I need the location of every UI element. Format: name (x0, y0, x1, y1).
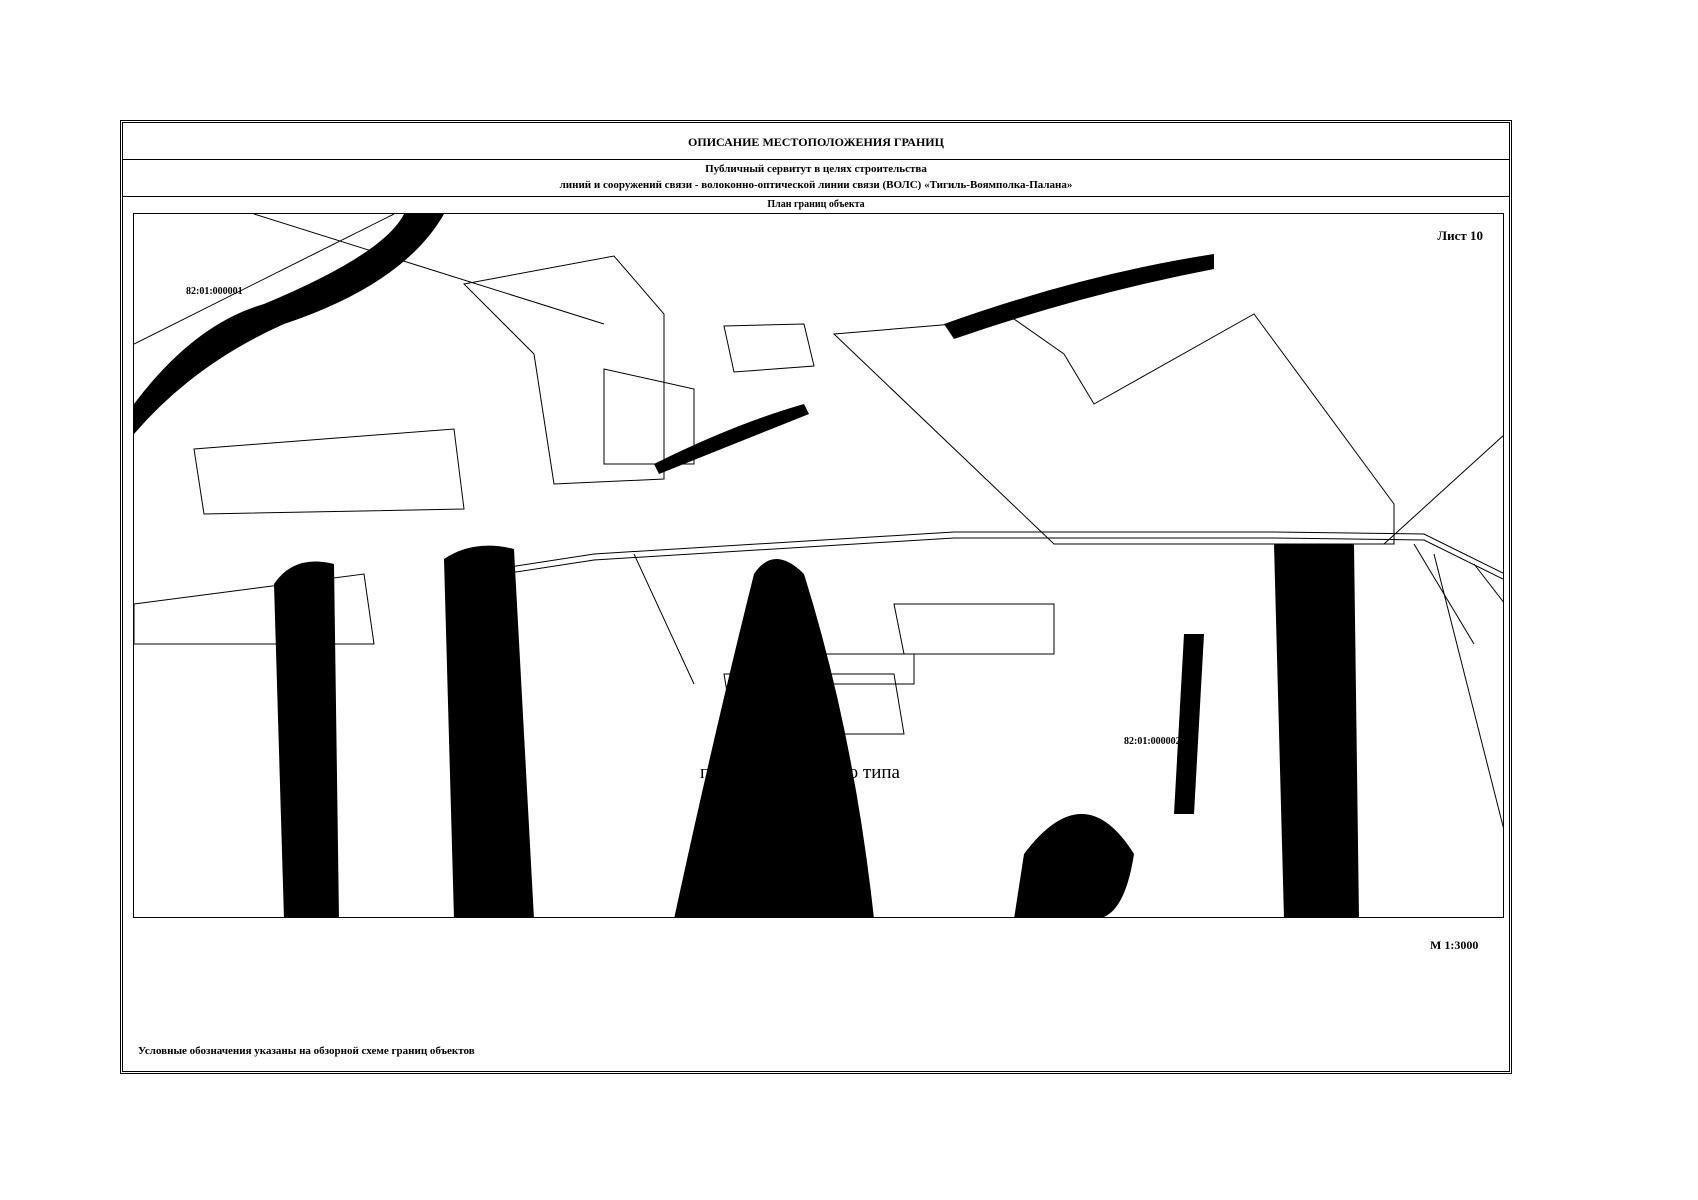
sheet-frame (120, 120, 1512, 1074)
lake (1014, 814, 1134, 917)
stream (1174, 634, 1204, 814)
map-scale: М 1:3000 (1430, 938, 1479, 952)
settlement-label: поселок городского типа Палана (700, 762, 900, 805)
parcel-639 (603, 368, 695, 465)
divider (123, 196, 1509, 197)
plan-label: План границ объекта (767, 199, 865, 210)
map-drawing (134, 214, 1503, 917)
sheet-inner-frame: ОПИСАНИЕ МЕСТОПОЛОЖЕНИЯ ГРАНИЦ Публичный… (122, 122, 1510, 1072)
parcel-55 (832, 313, 1395, 545)
legend-note: Условные обозначения указаны на обзорной… (138, 1045, 475, 1057)
river-central (654, 404, 809, 474)
sheet-number: Лист 10 (1437, 228, 1483, 243)
river-northwest (134, 214, 444, 434)
parcel-75 (134, 573, 375, 645)
river-band-2 (444, 545, 534, 917)
parcel-799 (893, 603, 1055, 655)
map-view[interactable]: Лист 10 82:01:000001 82:01:000002 (133, 213, 1504, 918)
quarter-label: 82:01:000002 (1124, 736, 1181, 747)
river-band-1 (274, 561, 339, 917)
subtitle-line1: Публичный сервитут в целях строительства (705, 163, 927, 175)
document-title: ОПИСАНИЕ МЕСТОПОЛОЖЕНИЯ ГРАНИЦ (688, 135, 944, 149)
parcel-56 (723, 323, 815, 373)
river-band-4 (1274, 544, 1359, 917)
parcel-large-north (462, 255, 665, 485)
divider (123, 159, 1509, 160)
river-northeast (944, 254, 1214, 339)
parcel-2 (193, 428, 465, 515)
quarter-label-nw: 82:01:000001 (186, 286, 243, 297)
river-band-3 (674, 559, 874, 917)
subtitle-line2: линий и сооружений связи - волоконно-опт… (559, 179, 1073, 191)
